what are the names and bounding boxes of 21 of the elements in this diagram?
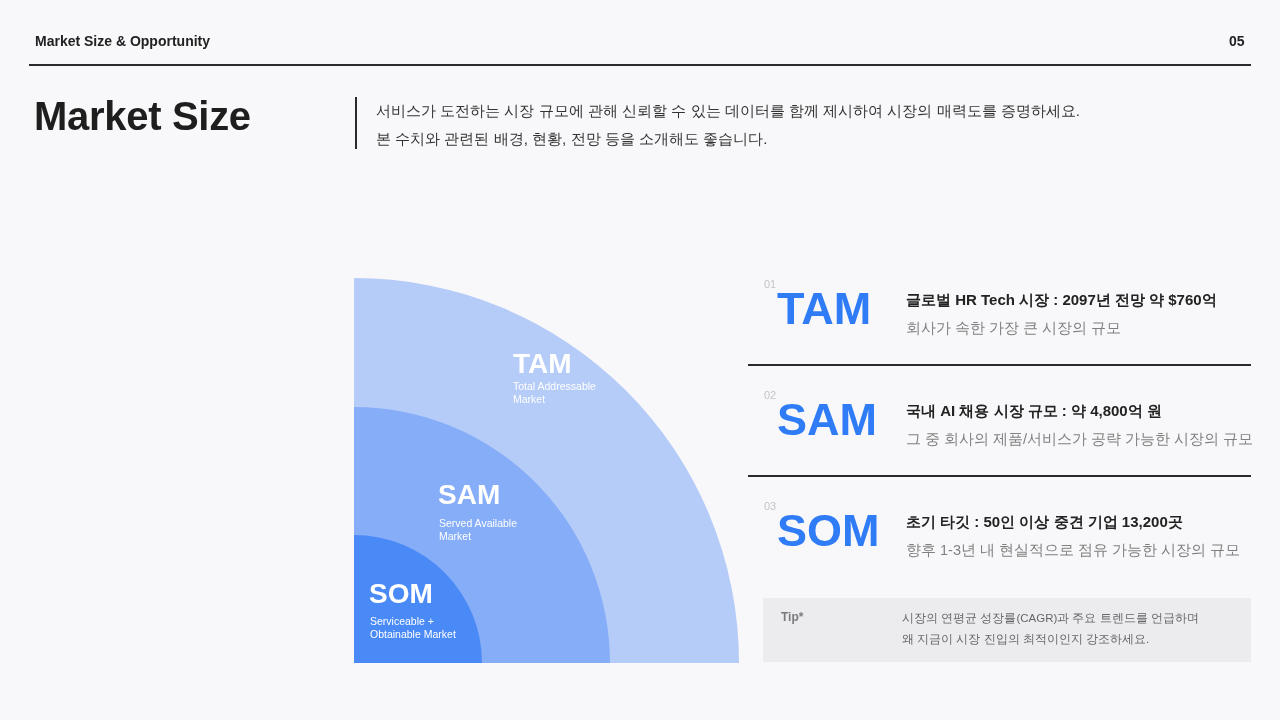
slide-title: Market Size bbox=[34, 93, 251, 139]
market-acronym: TAM bbox=[777, 284, 872, 334]
segment-acronym: SOM bbox=[369, 578, 433, 610]
segment-acronym: TAM bbox=[513, 348, 572, 380]
segment-acronym: SAM bbox=[438, 479, 501, 511]
market-description: 그 중 회사의 제품/서비스가 공략 가능한 시장의 규모 bbox=[906, 430, 1254, 449]
market-heading: 국내 AI 채용 시장 규모 : 약 4,800억 원 bbox=[906, 401, 1162, 421]
tip-label: Tip* bbox=[781, 609, 804, 625]
segment-description: Total Addressable Market bbox=[513, 380, 597, 406]
segment-description: Serviceable + Obtainable Market bbox=[370, 615, 457, 641]
section-label: Market Size & Opportunity bbox=[35, 32, 211, 50]
tip-text: 시장의 연평균 성장률(CAGR)과 주요 트렌드를 언급하며 왜 지금이 시장 진입의 최적이인지 강조하세요. bbox=[902, 611, 1200, 647]
page-number: 05 bbox=[1229, 32, 1245, 50]
market-description: 향후 1-3년 내 현실적으로 점유 가능한 시장의 규모 bbox=[906, 541, 1241, 560]
market-acronym: SAM bbox=[777, 395, 877, 445]
segment-description: Served Available Market bbox=[439, 517, 519, 543]
market-description: 회사가 속한 가장 큰 시장의 규모 bbox=[906, 319, 1122, 338]
market-acronym: SOM bbox=[777, 506, 880, 556]
market-heading: 초기 타깃 : 50인 이상 중견 기업 13,200곳 bbox=[906, 512, 1183, 532]
market-heading: 글로벌 HR Tech 시장 : 2097년 전망 약 $760억 bbox=[906, 290, 1217, 310]
intro-text: 서비스가 도전하는 시장 규모에 관해 신뢰할 수 있는 데이터를 함께 제시하여 시장의 매력도를 증명하세요. 본 수치와 관련된 배경, 현황, 전망 등을 소개해도 좋습니다. bbox=[376, 101, 1082, 149]
